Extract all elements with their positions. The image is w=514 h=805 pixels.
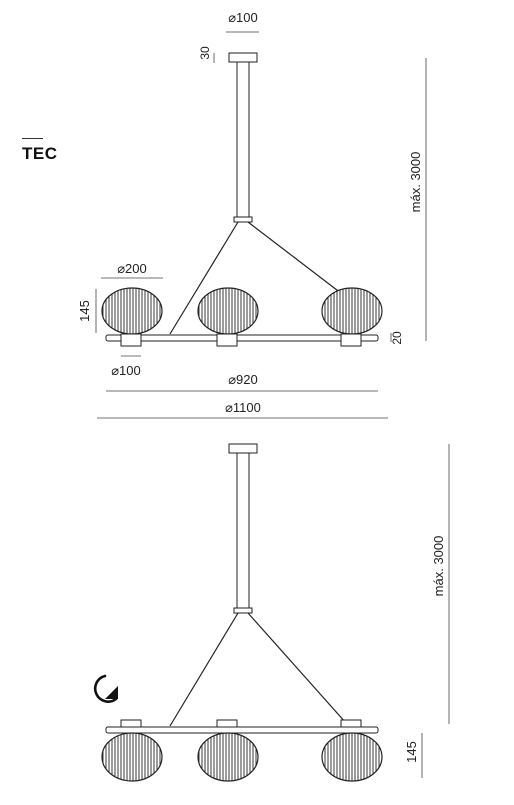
shade-left-bottom: [101, 732, 163, 782]
tec-label-text: TEC: [22, 144, 58, 163]
tec-section-label: TEC: [22, 138, 66, 164]
cable-right-bottom: [247, 612, 347, 724]
cable-left-bottom: [169, 612, 239, 727]
canopy: [228, 52, 258, 63]
canopy-height-label: 30: [198, 46, 212, 60]
max-length-label: máx. 3000: [408, 152, 423, 213]
suspension-rod-bottom: [236, 452, 250, 610]
tec-overline: [22, 138, 43, 139]
shade-diameter-label: ⌀200: [117, 261, 147, 276]
horizontal-bar: [105, 334, 379, 342]
shade-center-bottom: [197, 732, 259, 782]
holder-diameter-label: ⌀100: [111, 363, 141, 378]
bottom-view: máx. 3000 145: [93, 443, 450, 782]
shade-right: [321, 287, 383, 335]
canopy-diameter-label: ⌀100: [228, 10, 258, 25]
rotate-arrow-icon: [93, 674, 118, 703]
suspension-rod: [236, 61, 250, 219]
bar-length-label: ⌀920: [228, 372, 258, 387]
shade-left: [101, 287, 163, 335]
shade-height-label: 145: [77, 300, 92, 322]
bar-height-label: 20: [390, 331, 404, 345]
rod-connector-bottom: [233, 607, 253, 614]
shade-height-label-bottom: 145: [404, 741, 419, 763]
shade-right-bottom: [321, 732, 383, 782]
total-length-label: ⌀1100: [225, 400, 261, 415]
holder-center: [216, 333, 238, 347]
holder-right: [340, 333, 362, 347]
cable-right: [247, 221, 347, 298]
cable-left: [169, 221, 239, 335]
shade-center: [197, 287, 259, 335]
horizontal-bar-bottom: [105, 726, 379, 734]
top-view: ⌀100 30 máx. 3000 ⌀200 145: [77, 10, 427, 419]
rod-connector: [233, 216, 253, 223]
canopy-bottom: [228, 443, 258, 454]
holder-left: [120, 333, 142, 347]
max-length-label-bottom: máx. 3000: [431, 536, 446, 597]
